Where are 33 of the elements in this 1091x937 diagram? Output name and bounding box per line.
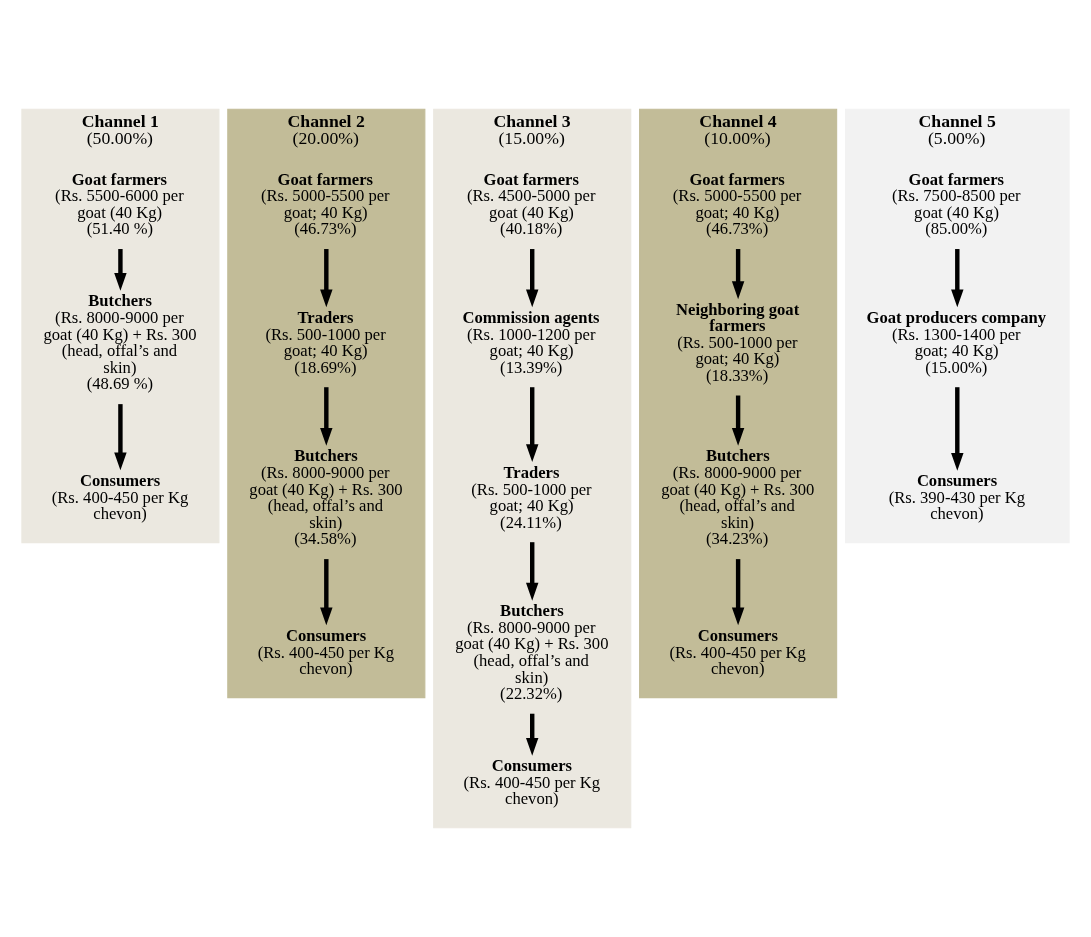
node-text: Consumers (Rs. 400-450 per Kg chevon) — [463, 756, 601, 809]
node-text: Traders (Rs. 500-1000 per goat; 40 Kg) (24.11%) — [471, 462, 592, 532]
arrow — [951, 249, 964, 308]
node-text: Butchers (Rs. 8000-9000 per goat (40 Kg) + Rs. 300 (head, offal’s and skin) (22.32%) — [455, 601, 609, 704]
arrow — [526, 713, 539, 756]
node-text: Butchers (Rs. 8000-9000 per goat (40 Kg) + Rs. 300 (head, offal’s and skin) (34.23%) — [661, 446, 815, 549]
node-text: Goat farmers (Rs. 4500-5000 per goat (40 Kg) (40.18%) — [466, 169, 596, 239]
node-text: Traders (Rs. 500-1000 per goat; 40 Kg) (18.69%) — [265, 307, 386, 377]
node-text: Consumers (Rs. 400-450 per Kg chevon) — [257, 626, 395, 679]
arrow — [526, 542, 539, 601]
arrow — [114, 249, 127, 291]
arrow — [320, 559, 333, 626]
arrow — [731, 249, 745, 300]
node-text: Goat farmers (Rs. 5000-5500 per goat; 40 Kg) (46.73%) — [672, 169, 802, 239]
node-text: Butchers (Rs. 8000-9000 per goat (40 Kg) + Rs. 300 (head, offal’s and skin) (34.58%) — [249, 446, 403, 549]
arrow — [526, 387, 539, 462]
node-text: Butchers (Rs. 8000-9000 per goat (40 Kg) + Rs. 300 (head, offal’s and skin) (48.69 %) — [43, 291, 197, 394]
arrow — [320, 249, 333, 308]
arrow — [951, 387, 964, 471]
arrow — [114, 404, 127, 471]
node-text: Commission agents (Rs. 1000-1200 per goat; 40 Kg) (13.39%) — [462, 307, 600, 377]
node-text: Consumers (Rs. 390-430 per Kg chevon) — [888, 471, 1026, 524]
arrow — [320, 387, 333, 446]
node-text: Goat producers company (Rs. 1300-1400 per goat; 40 Kg) (15.00%) — [866, 307, 1046, 377]
node-text: Goat farmers (Rs. 5000-5500 per goat; 40 Kg) (46.73%) — [261, 169, 390, 239]
node-text: Goat farmers (Rs. 5500-6000 per goat (40 Kg) (51.40 %) — [55, 169, 184, 239]
node-text: Consumers (Rs. 400-450 per Kg chevon) — [669, 626, 806, 679]
node-text: Consumers (Rs. 400-450 per Kg chevon) — [51, 471, 189, 524]
arrow — [731, 395, 745, 446]
arrow — [731, 559, 745, 626]
arrow — [526, 249, 539, 308]
node-text: Neighboring goat farmers (Rs. 500-1000 per goat; 40 Kg) (18.33%) — [676, 299, 800, 386]
node-text: Goat farmers (Rs. 7500-8500 per goat (40 Kg) (85.00%) — [891, 169, 1021, 239]
